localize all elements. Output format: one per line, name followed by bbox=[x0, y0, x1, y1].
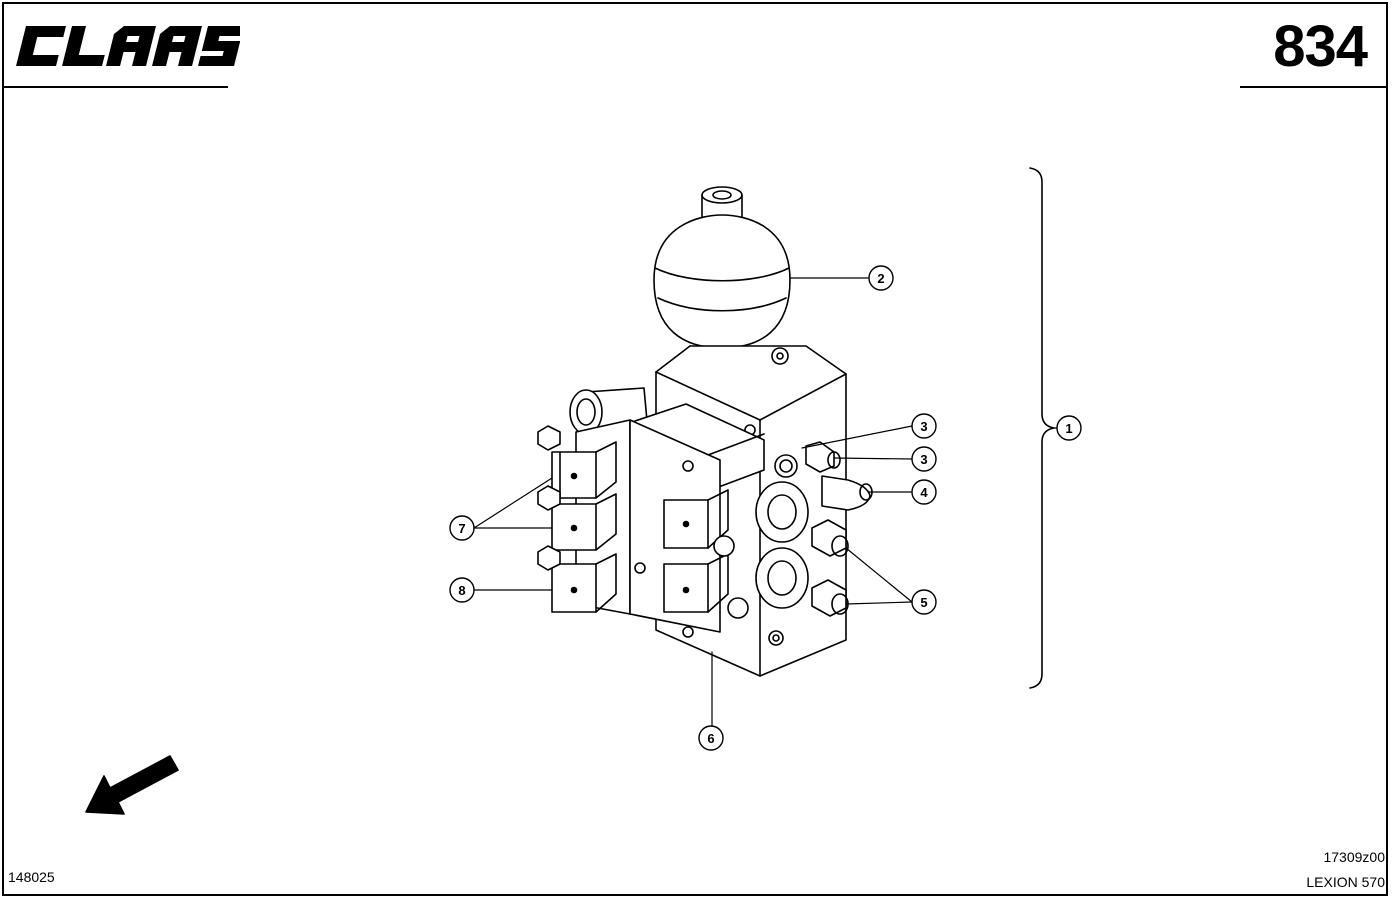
direction-arrow-icon bbox=[85, 755, 179, 815]
callout-label: 6 bbox=[707, 731, 714, 746]
machine-model: LEXION 570 bbox=[1306, 874, 1385, 890]
page-number: 834 bbox=[1273, 14, 1368, 79]
callout-7: 7 bbox=[449, 515, 475, 541]
callout-labels: 2 1 3 3 4 5 6 bbox=[449, 265, 1082, 751]
right-side-fittings bbox=[774, 441, 873, 617]
callout-6: 6 bbox=[698, 725, 724, 751]
claas-logo bbox=[16, 26, 240, 66]
callout-1: 1 bbox=[1056, 415, 1082, 441]
brand-underline bbox=[4, 86, 228, 88]
leader-lines bbox=[473, 277, 1061, 727]
solenoid-valves bbox=[537, 387, 809, 638]
assembly-bracket bbox=[1029, 167, 1055, 689]
drawing-reference: 17309z00 bbox=[1323, 849, 1385, 865]
callout-8: 8 bbox=[449, 577, 475, 603]
callout-label: 1 bbox=[1065, 421, 1072, 436]
callout-3-upper: 3 bbox=[911, 413, 937, 439]
callout-label: 8 bbox=[458, 583, 465, 598]
callout-label: 5 bbox=[920, 595, 927, 610]
callout-label: 3 bbox=[920, 452, 927, 467]
callout-label: 7 bbox=[458, 521, 465, 536]
callout-4: 4 bbox=[911, 479, 937, 505]
callout-label: 4 bbox=[920, 485, 928, 500]
callout-label: 2 bbox=[877, 271, 884, 286]
callout-label: 3 bbox=[920, 419, 927, 434]
callout-2: 2 bbox=[868, 265, 894, 291]
callout-3-lower: 3 bbox=[911, 446, 937, 472]
footer-code: 148025 bbox=[8, 869, 55, 885]
callout-5: 5 bbox=[911, 589, 937, 615]
page-number-underline bbox=[1240, 86, 1388, 88]
